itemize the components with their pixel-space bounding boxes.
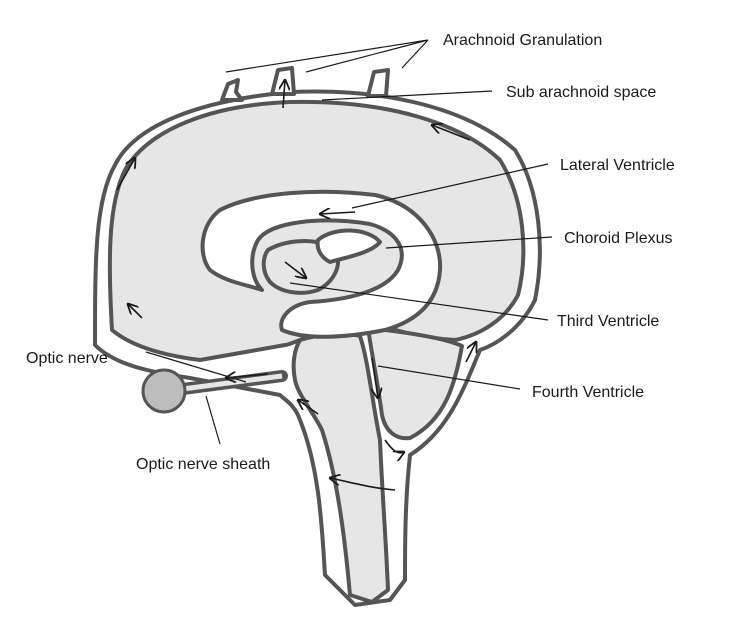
label-third-ventricle: Third Ventricle xyxy=(557,313,659,330)
flow-arrow-spinal xyxy=(330,478,396,491)
flow-arrow-third-ventricle xyxy=(284,261,306,278)
label-optic-nerve: Optic nerve xyxy=(26,350,108,367)
flow-arrow-lateral-ventricle xyxy=(320,212,356,214)
arachnoid-granulation-right xyxy=(366,68,390,98)
leader-third-ventricle xyxy=(289,282,549,321)
flow-arrow-granulation xyxy=(283,80,285,109)
flow-arrow-top-right xyxy=(432,125,471,141)
flow-arrow-optic-base xyxy=(298,400,319,415)
label-lateral-ventricle: Lateral Ventricle xyxy=(560,157,675,174)
flow-arrow-fourth-exit xyxy=(384,439,404,453)
flow-arrow-optic-sheath xyxy=(226,374,269,378)
flow-arrow-left-upper xyxy=(116,158,135,191)
choroid-plexus xyxy=(315,228,382,264)
leader-subarachnoid-space xyxy=(321,90,493,101)
flow-arrow-aqueduct xyxy=(372,357,378,398)
label-arachnoid-granulation: Arachnoid Granulation xyxy=(443,32,602,49)
brainstem-spinal-cord xyxy=(291,332,390,604)
leader-lateral-ventricle xyxy=(351,163,549,209)
flow-arrow-left-lower xyxy=(128,304,143,319)
arachnoid-granulation-middle xyxy=(270,66,296,96)
label-optic-nerve-sheath: Optic nerve sheath xyxy=(136,456,270,473)
leader-arachnoid-granulation xyxy=(225,39,429,73)
arachnoid-granulation-left xyxy=(220,78,244,102)
leader-optic-nerve-sheath xyxy=(205,395,221,445)
label-subarachnoid-space: Sub arachnoid space xyxy=(506,84,656,101)
label-choroid-plexus: Choroid Plexus xyxy=(564,230,673,247)
leader-fourth-ventricle xyxy=(377,365,521,390)
eye-globe xyxy=(141,368,187,414)
leader-optic-nerve xyxy=(145,351,247,383)
leader-choroid-plexus xyxy=(385,236,553,249)
cerebellum xyxy=(366,326,464,441)
label-fourth-ventricle: Fourth Ventricle xyxy=(532,384,644,401)
lateral-ventricle xyxy=(200,189,443,339)
flow-arrow-cerebellum-right xyxy=(465,342,476,363)
